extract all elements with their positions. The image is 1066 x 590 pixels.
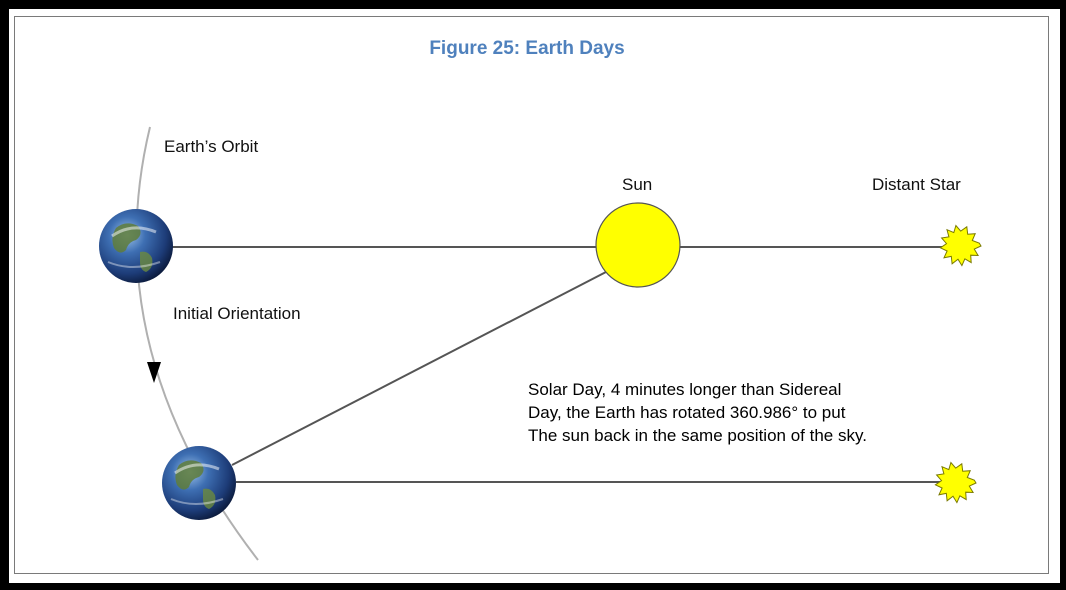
figure-title: Figure 25: Earth Days	[429, 38, 625, 59]
earth-orbit-label: Earth’s Orbit	[164, 137, 259, 156]
initial-orientation-label: Initial Orientation	[173, 304, 301, 323]
earth-globe-icon	[99, 209, 173, 283]
sun-icon	[595, 202, 681, 288]
star-burst-icon	[934, 461, 977, 504]
solar-day-note-line: The sun back in the same position of the…	[528, 426, 867, 445]
figure-inner-border	[14, 16, 1049, 574]
sun-label: Sun	[622, 175, 653, 194]
solar-day-note-line: Solar Day, 4 minutes longer than Siderea…	[528, 380, 842, 399]
solar-day-note-line: Day, the Earth has rotated 360.986° to p…	[528, 403, 846, 422]
orbit-direction-arrow	[147, 362, 161, 383]
distant-star-label: Distant Star	[872, 175, 961, 194]
earth-globe-icon	[162, 446, 236, 520]
star-burst-icon	[939, 224, 982, 267]
solar-day-note: Solar Day, 4 minutes longer than Siderea…	[528, 378, 867, 447]
line-earth-to-sun-solar-day	[231, 271, 607, 466]
